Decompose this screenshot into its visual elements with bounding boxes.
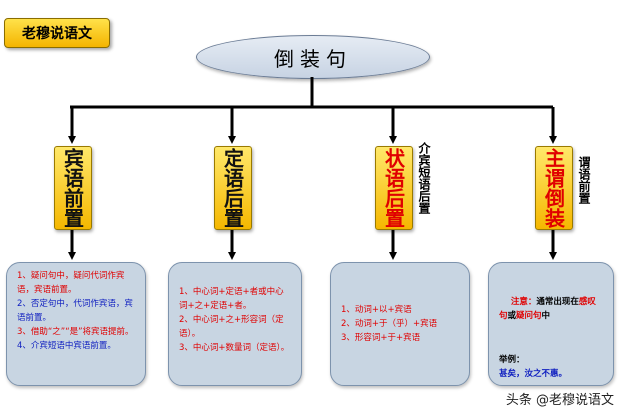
side-note-zhuang: 介宾短语后置 [417,142,431,214]
detail-box-zhuwei: 注意：通常出现在感叹句或疑问句中 举例： 甚矣，汝之不惠。 [488,262,614,386]
detail-bin-item-2: 2、否定句中，代词作宾语，宾语前置。 [17,299,133,323]
detail-ding-item-3: 3、中心词+数量词（定语）。 [179,343,290,353]
detail-zhuang-item-3: 3、形容词+于+宾语 [341,333,421,343]
detail-ding-item-1: 1、中心词+定语+者或中心词+之+定语+者。 [179,287,284,311]
note-red-a: 感叹句 [499,297,596,321]
category-zhuang-yu-hou-zhi: 状语后置 [375,146,413,230]
detail-box-ding: 1、中心词+定语+者或中心词+之+定语+者。 2、中心词+之+形容词（定语）。 … [168,262,302,386]
detail-zhuwei-example-text: 甚矣，汝之不惠。 [499,369,568,379]
side-note-zhuwei: 谓语前置 [577,156,591,204]
detail-ding-item-2: 2、中心词+之+形容词（定语）。 [179,315,284,339]
detail-bin-item-3: 3、借助“之”“是”将宾语提前。 [17,327,134,337]
note-text-c: 中 [541,311,551,321]
category-bin-yu-qian-zhi: 宾语前置 [54,146,92,230]
logo-badge: 老穆说语文 [4,18,110,48]
note-label: 注意： [510,297,537,307]
watermark: 头条 @老穆说语文 [505,393,614,408]
detail-bin-item-1: 1、疑问句中，疑问代词作宾语，宾语前置。 [17,271,125,295]
note-text-b: 或 [507,311,517,321]
note-text-a: 通常出现在 [536,297,579,307]
detail-zhuwei-note: 注意：通常出现在感叹句或疑问句中 [499,281,603,337]
note-red-b: 疑问句 [516,311,542,321]
category-ding-yu-hou-zhi: 定语后置 [214,146,252,230]
detail-bin-item-4: 4、介宾短语中宾语前置。 [17,341,116,351]
detail-box-zhuang: 1、动词+以+宾语 2、动词+于（乎）+宾语 3、形容词+于+宾语 [330,262,470,386]
category-zhu-wei-dao-zhuang: 主谓倒装 [535,146,573,230]
detail-zhuang-item-2: 2、动词+于（乎）+宾语 [341,319,438,329]
detail-zhuang-item-1: 1、动词+以+宾语 [341,305,412,315]
detail-zhuwei-example-label: 举例： [499,355,525,365]
detail-box-bin: 1、疑问句中，疑问代词作宾语，宾语前置。 2、否定句中，代词作宾语，宾语前置。 … [6,262,146,386]
